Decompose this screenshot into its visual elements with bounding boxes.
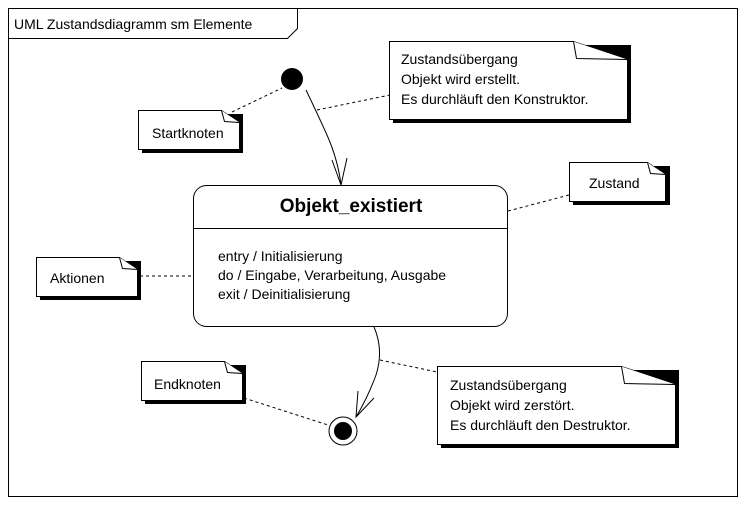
state-action-exit: exit / Deinitialisierung: [218, 286, 350, 302]
note-transition-destroy-line3: Es durchläuft den Destruktor.: [450, 417, 631, 433]
connector-zustand: [507, 194, 570, 212]
state-action-entry: entry / Initialisierung: [218, 248, 343, 264]
connector-transition-destroy: [379, 359, 438, 373]
note-transition-create: Zustandsübergang Objekt wird erstellt. E…: [389, 41, 631, 123]
state-name: Objekt_existiert: [280, 196, 423, 217]
transition-destroy-arrowhead: [355, 390, 375, 419]
transition-create-arrowhead: [331, 157, 348, 187]
note-transition-create-line1: Zustandsübergang: [401, 51, 518, 67]
note-zustand: Zustand: [569, 162, 670, 205]
state-action-do: do / Eingabe, Verarbeitung, Ausgabe: [218, 267, 446, 283]
connector-startknoten: [231, 87, 283, 113]
note-startknoten: Startknoten: [138, 110, 243, 153]
connector-transition-create: [316, 94, 391, 111]
note-zustand-text: Zustand: [589, 175, 640, 191]
note-aktionen: Aktionen: [36, 257, 141, 300]
transition-destroy-line: [355, 326, 380, 418]
diagram-frame: [8, 8, 738, 497]
end-node-inner: [334, 422, 352, 440]
frame-title: UML Zustandsdiagramm sm Elemente: [14, 16, 253, 32]
note-endknoten: Endknoten: [141, 361, 246, 404]
note-endknoten-text: Endknoten: [154, 376, 221, 392]
note-transition-create-line2: Objekt wird erstellt.: [401, 71, 520, 87]
note-aktionen-text: Aktionen: [50, 270, 104, 286]
connector-endknoten: [243, 397, 329, 426]
state-box: [193, 185, 508, 327]
note-transition-destroy: Zustandsübergang Objekt wird zerstört. E…: [437, 366, 679, 448]
note-transition-destroy-line2: Objekt wird zerstört.: [450, 397, 574, 413]
start-node: [281, 68, 303, 90]
note-startknoten-text: Startknoten: [152, 125, 224, 141]
frame-title-tab: [8, 8, 298, 39]
transition-create-line: [305, 89, 342, 186]
note-transition-destroy-line1: Zustandsübergang: [450, 377, 567, 393]
note-transition-create-line3: Es durchläuft den Konstruktor.: [401, 91, 589, 107]
